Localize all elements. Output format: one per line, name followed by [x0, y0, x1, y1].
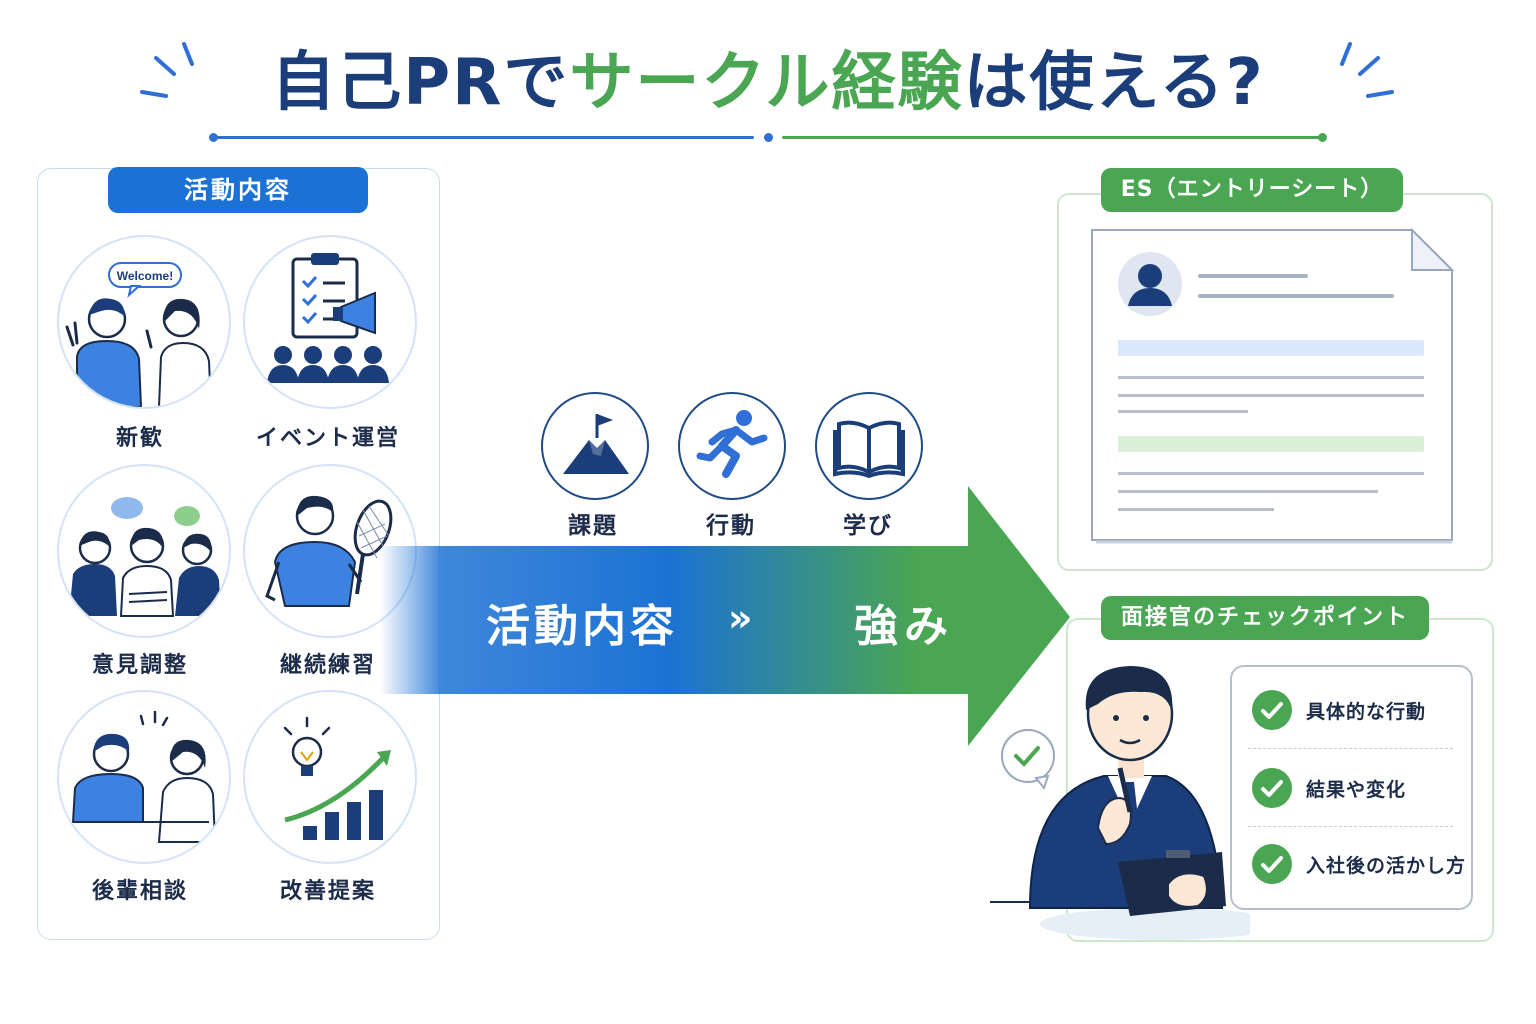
welcome-people-icon: Welcome!: [57, 235, 231, 409]
mountain-flag-icon: [541, 392, 649, 500]
title-part1: 自己PRで: [271, 46, 570, 120]
discussion-group-icon: [57, 464, 231, 638]
step-label: 行動: [706, 513, 756, 539]
check-icon: [1252, 844, 1292, 884]
underline-dot: [764, 133, 773, 142]
underline-dot: [209, 133, 218, 142]
step-label: 課題: [568, 513, 618, 539]
open-book-icon: [815, 392, 923, 500]
checkpoint-item: 具体的な行動: [1252, 690, 1472, 734]
checkpoint-text: 入社後の活かし方: [1306, 855, 1467, 877]
activity-label: イベント運営: [255, 426, 400, 451]
flow-arrow: [380, 486, 1070, 746]
title-underline-left: [214, 136, 754, 139]
welcome-bubble-text: Welcome!: [117, 269, 173, 283]
checkpoint-text: 具体的な行動: [1306, 701, 1427, 723]
running-person-icon: [678, 392, 786, 500]
arrow-separator: »: [728, 596, 753, 640]
title-part2: サークル経験: [569, 46, 964, 120]
title-part3: は使える?: [963, 46, 1265, 120]
divider: [1248, 748, 1453, 749]
divider: [1248, 826, 1453, 827]
arrow-label-to: 強み: [854, 601, 954, 652]
underline-dot: [1318, 133, 1327, 142]
activity-label: 後輩相談: [91, 879, 188, 904]
activity-label: 意見調整: [91, 653, 188, 678]
improvement-chart-icon: [243, 690, 417, 864]
interviewer-icon: [990, 666, 1250, 940]
arrow-label-from: 活動内容: [486, 601, 678, 652]
check-icon: [1252, 768, 1292, 808]
step-label: 学び: [843, 513, 893, 539]
activity-label: 改善提案: [279, 879, 376, 904]
checkpoint-text: 結果や変化: [1306, 779, 1407, 801]
title-underline-right: [782, 136, 1322, 139]
es-heading: ES（エントリーシート）: [1101, 168, 1403, 212]
activities-heading: 活動内容: [108, 167, 368, 213]
left-burst-icon: [140, 42, 194, 98]
activity-label: 新歓: [115, 426, 164, 451]
clipboard-megaphone-icon: [243, 235, 417, 409]
checkpoint-item: 結果や変化: [1252, 768, 1472, 812]
checkpoint-item: 入社後の活かし方: [1252, 844, 1472, 888]
mentoring-icon: [57, 690, 231, 864]
document-icon: [1091, 227, 1455, 544]
right-burst-icon: [1340, 42, 1394, 98]
activity-label: 継続練習: [279, 653, 376, 678]
page-title: 自己PRでサークル経験は使える?: [0, 38, 1536, 128]
interviewer-heading: 面接官のチェックポイント: [1101, 596, 1429, 640]
check-icon: [1252, 690, 1292, 730]
